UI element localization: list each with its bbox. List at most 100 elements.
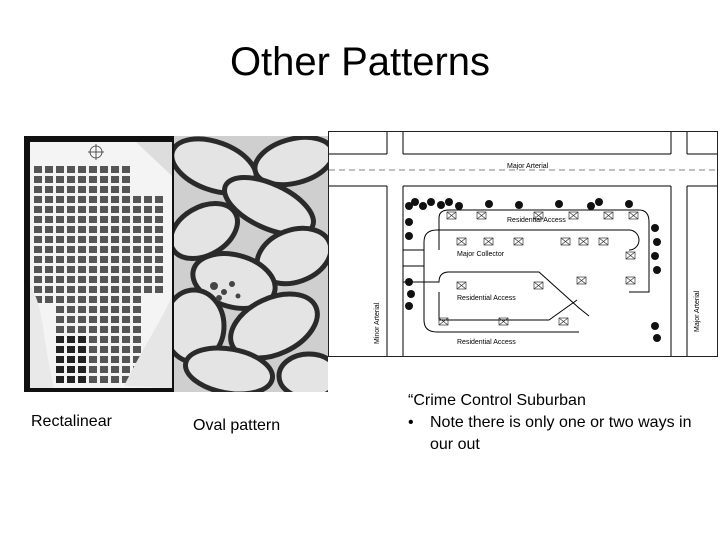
city-block [34, 216, 42, 223]
city-block [78, 176, 86, 183]
city-block [100, 166, 108, 173]
city-block [111, 376, 119, 383]
city-block [133, 336, 141, 343]
house-icon [603, 211, 614, 220]
house-cross [578, 237, 589, 246]
city-block [34, 226, 42, 233]
residential-access-top-label: Residential Access [507, 217, 566, 224]
city-block [45, 286, 53, 293]
city-block [34, 236, 42, 243]
city-block [100, 256, 108, 263]
city-block [67, 346, 75, 353]
city-block [122, 186, 130, 193]
suburban-subdivision-diagram: Major Arterial Residential Access Major … [328, 131, 718, 357]
city-block [78, 226, 86, 233]
city-block [45, 166, 53, 173]
city-block [111, 256, 119, 263]
city-block [133, 306, 141, 313]
city-block [133, 266, 141, 273]
city-block [89, 366, 97, 373]
house-icon [456, 281, 467, 290]
city-block [78, 216, 86, 223]
city-block [67, 176, 75, 183]
city-block [155, 246, 163, 253]
city-block [89, 286, 97, 293]
city-block [133, 286, 141, 293]
city-block [122, 246, 130, 253]
suburban-heading: “Crime Control Suburban [408, 392, 586, 409]
city-block [89, 236, 97, 243]
city-block [111, 266, 119, 273]
city-block [89, 276, 97, 283]
slide-title: Other Patterns [229, 40, 491, 84]
city-block [34, 246, 42, 253]
city-block [78, 286, 86, 293]
city-block [67, 206, 75, 213]
city-block [100, 276, 108, 283]
city-block [144, 206, 152, 213]
house-cross [558, 317, 569, 326]
city-block [111, 326, 119, 333]
major-collector-label: Major Collector [457, 251, 505, 258]
city-block [78, 326, 86, 333]
city-block [78, 166, 86, 173]
city-block [78, 346, 86, 353]
suburban-bullet-item: • Note there is only one or two ways in … [408, 412, 708, 456]
city-block [133, 206, 141, 213]
city-block [122, 296, 130, 303]
city-block [45, 206, 53, 213]
major-arterial-label: Major Arterial [507, 163, 549, 170]
city-block [111, 196, 119, 203]
city-block [45, 226, 53, 233]
city-block [100, 186, 108, 193]
city-block [89, 346, 97, 353]
city-block [45, 276, 53, 283]
city-block [89, 376, 97, 383]
city-block [144, 216, 152, 223]
city-block [133, 246, 141, 253]
oval-pattern-map [174, 136, 328, 392]
city-block [133, 196, 141, 203]
city-block [100, 286, 108, 293]
city-block [122, 346, 130, 353]
city-block [111, 296, 119, 303]
city-block [67, 376, 75, 383]
house-cross [513, 237, 524, 246]
city-block [155, 286, 163, 293]
city-block [111, 206, 119, 213]
residential-access-mid-label: Residential Access [457, 295, 516, 302]
rectilinear-street-map [24, 136, 176, 392]
city-block [67, 266, 75, 273]
city-block [133, 256, 141, 263]
city-block [144, 196, 152, 203]
city-block [89, 186, 97, 193]
city-block [100, 366, 108, 373]
city-block [122, 376, 130, 383]
city-block [133, 236, 141, 243]
house-cross [446, 211, 457, 220]
city-block [89, 326, 97, 333]
major-arterial-right-label: Major Arterial [694, 290, 701, 332]
city-block [122, 316, 130, 323]
city-block [78, 296, 86, 303]
city-block [45, 246, 53, 253]
city-block [122, 326, 130, 333]
city-block [100, 316, 108, 323]
house-icon [446, 211, 457, 220]
city-block [67, 336, 75, 343]
city-block [78, 246, 86, 253]
house-cross [625, 276, 636, 285]
city-block [67, 356, 75, 363]
city-block [78, 336, 86, 343]
city-block [78, 196, 86, 203]
house-icon [533, 281, 544, 290]
house-cross [568, 211, 579, 220]
city-block [89, 336, 97, 343]
house-icon [625, 276, 636, 285]
city-block [133, 356, 141, 363]
suburban-bullet-text: Note there is only one or two ways in ou… [430, 414, 692, 453]
city-block [155, 236, 163, 243]
city-block [111, 336, 119, 343]
city-block [34, 166, 42, 173]
city-block [78, 236, 86, 243]
